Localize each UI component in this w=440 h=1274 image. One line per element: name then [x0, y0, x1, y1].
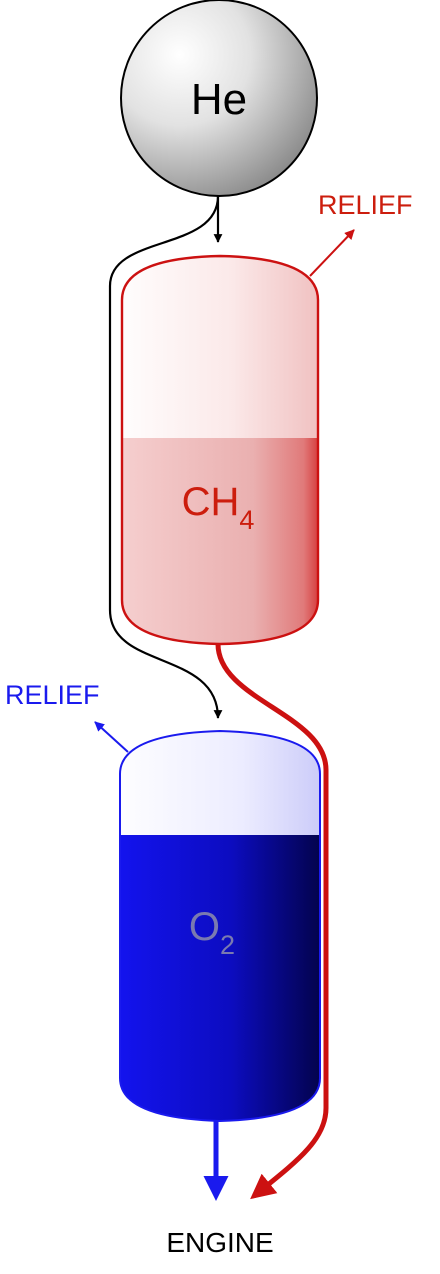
oxygen-liquid — [120, 835, 320, 1121]
methane-label: CH4 — [182, 480, 255, 535]
oxygen-relief-arrow — [94, 721, 129, 753]
methane-ullage — [122, 256, 318, 438]
methane-feed-line — [215, 643, 329, 1200]
oxygen-tank-outline — [119, 729, 321, 1123]
oxygen-relief-label: RELIEF — [5, 680, 100, 710]
oxygen-label: O2 — [189, 905, 235, 960]
oxygen-ullage — [120, 731, 320, 835]
methane-relief-arrow — [309, 229, 355, 277]
helium-sphere — [120, 0, 318, 197]
oxygen-tank: O2 — [119, 729, 321, 1123]
engine-label: ENGINE — [166, 1227, 273, 1258]
helium-line-to-oxygen — [108, 195, 223, 719]
helium-tank: He — [120, 0, 318, 197]
methane-tank: CH4 — [120, 254, 320, 646]
methane-relief-label: RELIEF — [318, 190, 413, 220]
helium-label: He — [191, 75, 247, 124]
methane-tank-outline — [120, 254, 320, 646]
methane-liquid — [122, 438, 318, 644]
